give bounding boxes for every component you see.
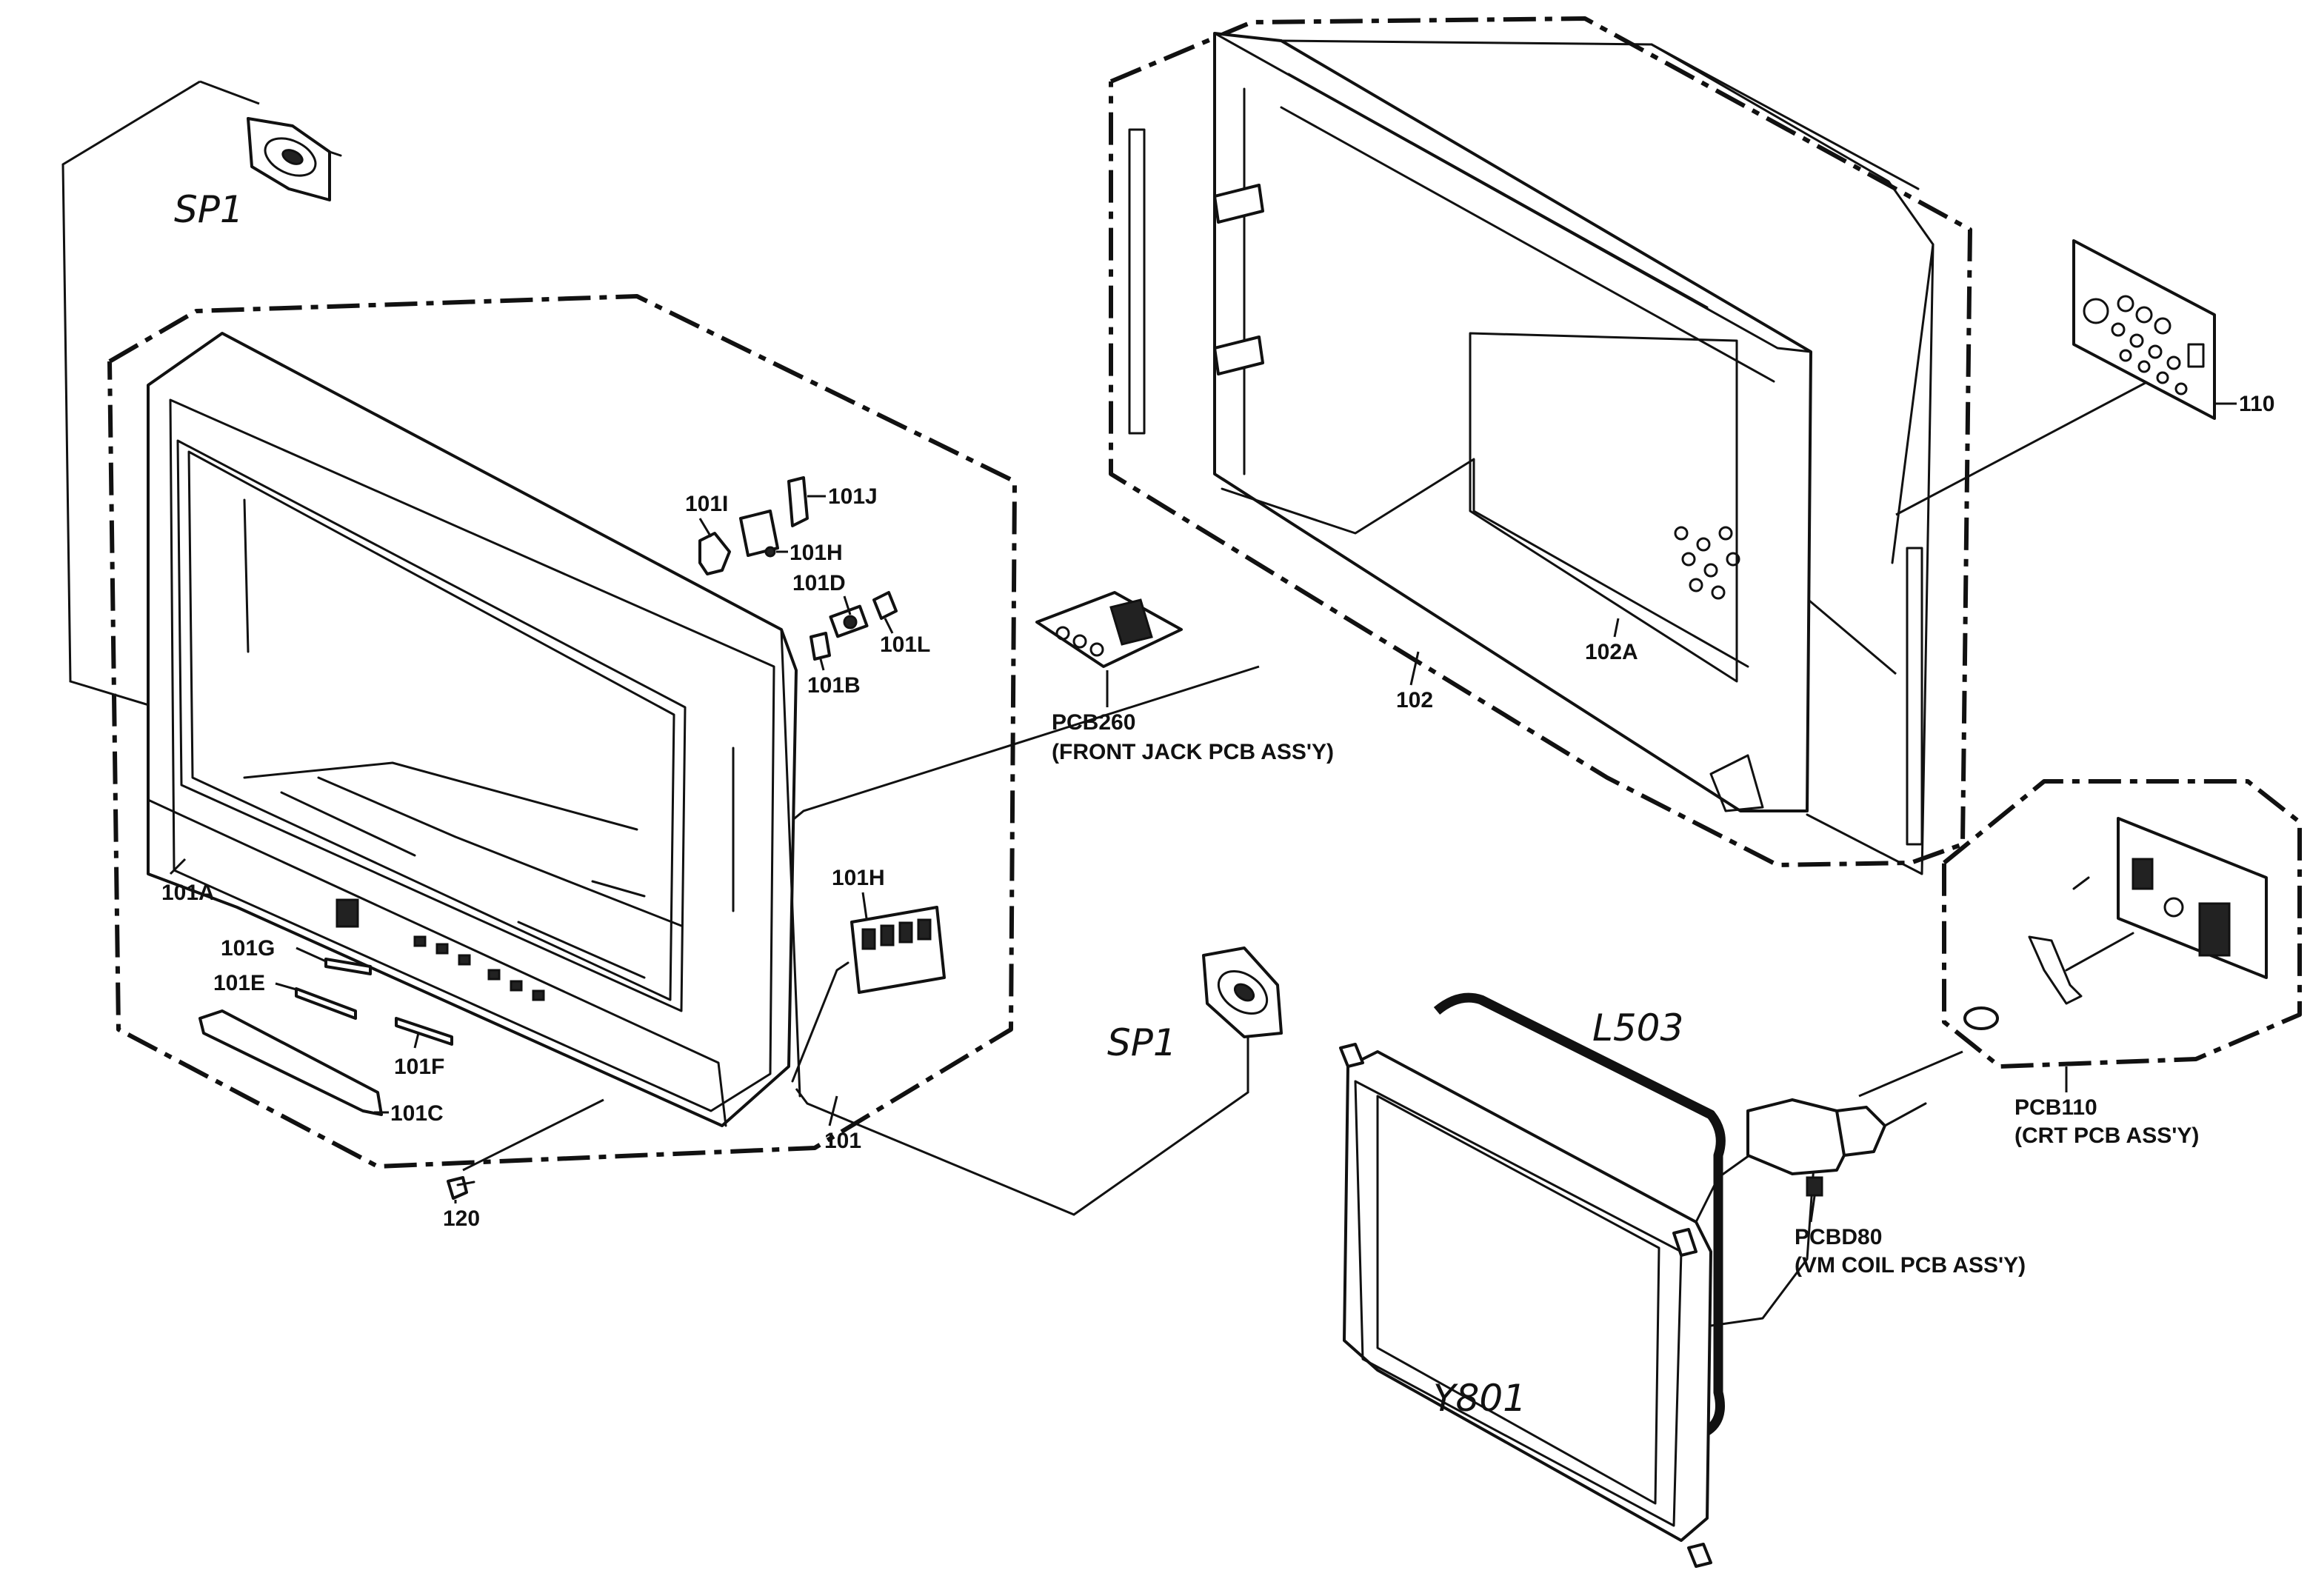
label-pcb260: PCB260	[1052, 710, 1135, 735]
front-cabinet-101	[147, 332, 849, 1127]
front-cabinet-assembly-boundary	[107, 294, 1017, 1169]
part-101c	[198, 1009, 383, 1116]
pcb260-front-jack-board	[1035, 591, 1183, 668]
label-l503: L503	[1592, 1006, 1683, 1049]
label-sp1-bottom: SP1	[1107, 1021, 1177, 1064]
label-pcb110: PCB110	[2014, 1095, 2097, 1120]
label-101g: 101G	[221, 936, 275, 961]
part-101j	[787, 476, 809, 527]
part-101b	[809, 632, 831, 661]
speaker-sp1-top	[247, 117, 342, 201]
label-101c: 101C	[390, 1101, 444, 1126]
label-101i: 101I	[685, 492, 728, 516]
label-101b: 101B	[807, 673, 861, 698]
front-control-buttons	[413, 935, 545, 1001]
label-pcb110-desc: (CRT PCB ASS'Y)	[2014, 1123, 2199, 1148]
rear-terminal-holes	[1674, 526, 1740, 600]
label-sp1-top: SP1	[174, 188, 244, 231]
part-101d	[829, 604, 869, 638]
part-101f	[395, 1017, 453, 1046]
label-101a: 101A	[161, 881, 215, 905]
label-110: 110	[2239, 392, 2274, 416]
label-101: 101	[824, 1129, 861, 1153]
part-120-screw	[447, 1176, 475, 1200]
degauss-coil-l503	[1433, 992, 1726, 1438]
label-101h-top: 101H	[790, 541, 843, 565]
crt-pcb-assembly-boundary	[1942, 779, 2302, 1069]
part-101h-top	[739, 510, 779, 557]
pcb110-crt-board	[1963, 817, 2268, 1030]
label-102: 102	[1396, 688, 1433, 712]
crt-y801	[1339, 992, 1927, 1568]
part-101h-bottom	[850, 906, 946, 994]
part-101l	[872, 591, 898, 620]
label-101l: 101L	[880, 632, 930, 657]
label-102a: 102A	[1585, 640, 1638, 664]
part-101i	[698, 532, 731, 575]
label-pcbd80-desc: (VM COIL PCB ASS'Y)	[1795, 1253, 2026, 1278]
label-pcb260-desc: (FRONT JACK PCB ASS'Y)	[1052, 740, 1334, 764]
label-y801: Y801	[1433, 1377, 1526, 1420]
label-101j: 101J	[828, 484, 878, 509]
terminal-board-110	[2072, 239, 2216, 420]
label-101h-bottom: 101H	[832, 866, 885, 890]
label-pcbd80: PCBD80	[1795, 1225, 1882, 1249]
label-101e: 101E	[213, 971, 265, 995]
label-101f: 101F	[394, 1055, 444, 1079]
label-101d: 101D	[792, 571, 846, 595]
speaker-sp1-bottom	[1202, 946, 1283, 1038]
rear-cabinet-102	[1128, 32, 1935, 875]
rear-cabinet-assembly-boundary	[1109, 16, 1972, 867]
part-101e	[295, 987, 357, 1020]
part-101g	[324, 958, 372, 975]
label-120: 120	[443, 1206, 480, 1231]
